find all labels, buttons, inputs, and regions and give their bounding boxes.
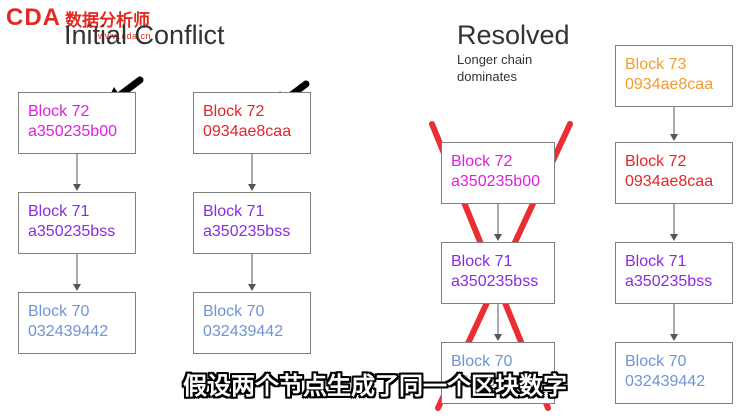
- block-initial-b-71: Block 71 a350235bss: [193, 192, 311, 254]
- block-hash: 032439442: [203, 323, 284, 340]
- block-initial-a-72: Block 72 a350235b00: [18, 92, 136, 154]
- block-longest-71: Block 71 a350235bss: [615, 242, 733, 304]
- block-name: Block 70: [451, 353, 513, 370]
- block-longest-72: Block 72 0934ae8caa: [615, 142, 733, 204]
- block-name: Block 73: [625, 56, 687, 73]
- logo-name-cn: 数据分析师: [65, 11, 150, 30]
- block-name: Block 70: [28, 303, 90, 320]
- block-name: Block 71: [28, 203, 90, 220]
- block-name: Block 71: [625, 253, 687, 270]
- block-hash: a350235bss: [28, 223, 116, 240]
- block-initial-a-71: Block 71 a350235bss: [18, 192, 136, 254]
- block-name: Block 70: [625, 353, 687, 370]
- block-hash: 0934ae8caa: [625, 173, 714, 190]
- block-hash: a350235bss: [451, 273, 539, 290]
- block-initial-b-70: Block 70 032439442: [193, 292, 311, 354]
- block-name: Block 72: [203, 103, 265, 120]
- block-orphaned-71: Block 71 a350235bss: [441, 242, 555, 304]
- block-hash: 032439442: [625, 373, 706, 390]
- block-hash: a350235b00: [451, 173, 540, 190]
- block-hash: a350235bss: [625, 273, 713, 290]
- block-longest-73: Block 73 0934ae8caa: [615, 45, 733, 107]
- logo-brand: CDA: [6, 4, 61, 31]
- block-name: Block 71: [203, 203, 265, 220]
- note-longer-chain: Longer chain dominates: [457, 52, 533, 84]
- chain-connectors: [73, 107, 678, 341]
- video-subtitle-caption: 假设两个节点生成了同一个区块数字: [183, 373, 567, 400]
- block-hash: 032439442: [28, 323, 109, 340]
- block-orphaned-70: Block 70 032439442: [441, 342, 555, 404]
- block-hash: 032439442: [451, 373, 532, 390]
- block-longest-70: Block 70 032439442: [615, 342, 733, 404]
- cda-logo: CDA 数据分析师 www.cda.cn: [6, 4, 152, 42]
- block-name: Block 72: [451, 153, 513, 170]
- block-hash: 0934ae8caa: [203, 123, 292, 140]
- block-hash: a350235bss: [203, 223, 291, 240]
- block-hash: 0934ae8caa: [625, 76, 714, 93]
- logo-url: www.cda.cn: [98, 31, 152, 41]
- block-hash: a350235b00: [28, 123, 117, 140]
- title-resolved: Resolved: [457, 20, 570, 50]
- block-name: Block 70: [203, 303, 265, 320]
- block-initial-b-72: Block 72 0934ae8caa: [193, 92, 311, 154]
- block-initial-a-70: Block 70 032439442: [18, 292, 136, 354]
- title-initial-conflict: Initial Conflict: [64, 20, 225, 50]
- block-name: Block 71: [451, 253, 513, 270]
- block-name: Block 72: [28, 103, 90, 120]
- block-name: Block 72: [625, 153, 687, 170]
- block-orphaned-72: Block 72 a350235b00: [441, 142, 555, 204]
